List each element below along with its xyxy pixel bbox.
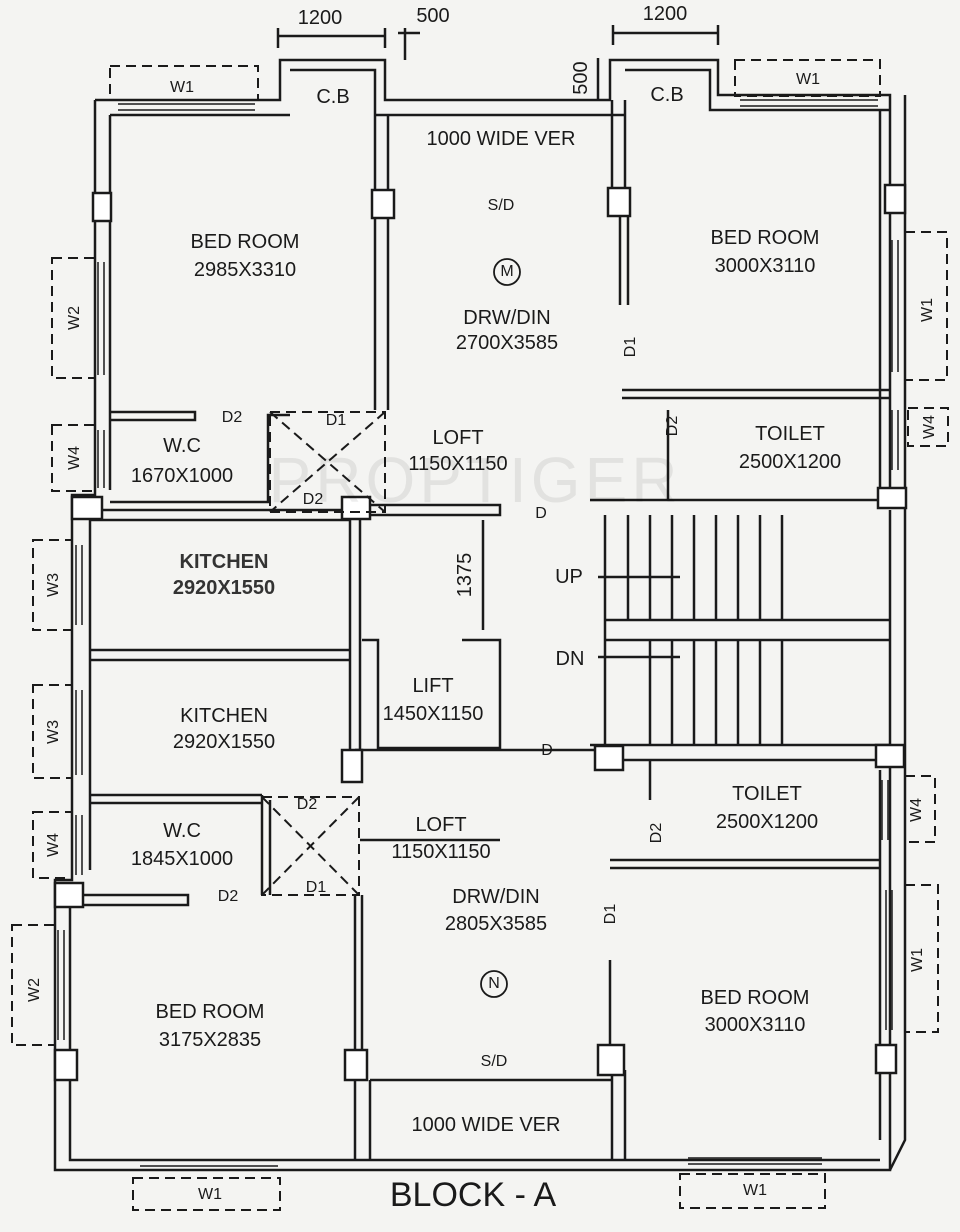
door-label: D2 [217,888,239,905]
stair-up-label: UP [555,566,583,588]
sliding-door-label: S/D [480,1053,508,1070]
window-label: W2 [66,306,83,330]
dim-top-gap: 500 [416,5,450,27]
room-name: TOILET [732,783,802,805]
room-name: W.C [163,435,201,457]
door-label: D [541,742,553,759]
window-label: W4 [45,833,62,857]
window-label: W4 [66,446,83,470]
verandah-label: 1000 WIDE VER [411,1114,561,1136]
room-size: 2805X3585 [444,913,548,935]
door-label: D1 [622,336,639,358]
room-name: BED ROOM [710,227,820,249]
window-label: W4 [908,798,925,822]
window-label: W1 [198,1186,222,1203]
dim-top-right-depth: 500 [570,61,592,95]
door-label: D2 [648,822,665,844]
watermark: PROPTIGER [268,444,682,516]
room-name: LOFT [432,427,484,449]
room-size: 2920X1550 [172,731,276,753]
room-name: LIFT [412,675,454,697]
window-label: W2 [26,978,43,1002]
room-size: 1845X1000 [130,848,234,870]
room-name: KITCHEN [180,705,268,727]
door-label: D2 [221,409,243,426]
room-name: BED ROOM [190,231,300,253]
window-label: W1 [796,71,820,88]
door-label: D2 [664,415,681,437]
flat-m-marker-circle [493,258,521,286]
room-name: BED ROOM [700,987,810,1009]
window-label: W1 [170,79,194,96]
room-size: 2500X1200 [715,811,819,833]
walls [53,58,907,1172]
window-label: W3 [45,573,62,597]
window-label: W1 [909,948,926,972]
verandah-label: 1000 WIDE VER [426,128,576,150]
room-size: 2700X3585 [455,332,559,354]
door-label: D [535,505,547,522]
sliding-door-label: S/D [487,197,515,214]
window-label: W1 [919,298,936,322]
room-name: KITCHEN [179,551,269,573]
room-size: 3000X3110 [714,255,816,277]
plan-title: BLOCK - A [389,1176,557,1214]
cupboard-label: C.B [316,86,350,108]
dim-top-right: 1200 [642,3,688,25]
window-frames [57,99,899,1167]
flat-n-marker-circle [480,970,508,998]
stair-down-label: DN [555,648,585,670]
room-name: LOFT [415,814,467,836]
room-size: 2985X3310 [193,259,297,281]
window-label: W1 [743,1182,767,1199]
room-name: W.C [163,820,201,842]
room-size: 1450X1150 [382,703,484,725]
columns [53,183,908,1082]
room-size: 2500X1200 [738,451,842,473]
room-size: 2920X1550 [172,577,276,599]
room-name: DRW/DIN [463,307,551,329]
flat-marker: N [488,975,500,992]
window-label: W4 [921,415,938,439]
dim-stair-gap: 1375 [454,552,476,598]
room-size: 1670X1000 [130,465,234,487]
dim-top-left: 1200 [297,7,343,29]
room-name: BED ROOM [155,1001,265,1023]
room-size: 1150X1150 [408,453,508,475]
dashed-outlines [11,59,949,1211]
room-size: 1150X1150 [391,841,491,863]
door-label: D1 [325,412,347,429]
cupboard-label: C.B [650,84,684,106]
flat-marker: M [500,263,514,280]
window-label: W3 [45,720,62,744]
dimension-lines [276,25,720,630]
door-label: D2 [296,796,318,813]
room-size: 3175X2835 [158,1029,262,1051]
room-name: TOILET [755,423,825,445]
door-label: D1 [602,903,619,925]
room-name: DRW/DIN [452,886,540,908]
room-size: 3000X3110 [704,1014,806,1036]
door-label: D2 [302,491,324,508]
door-label: D1 [305,879,327,896]
